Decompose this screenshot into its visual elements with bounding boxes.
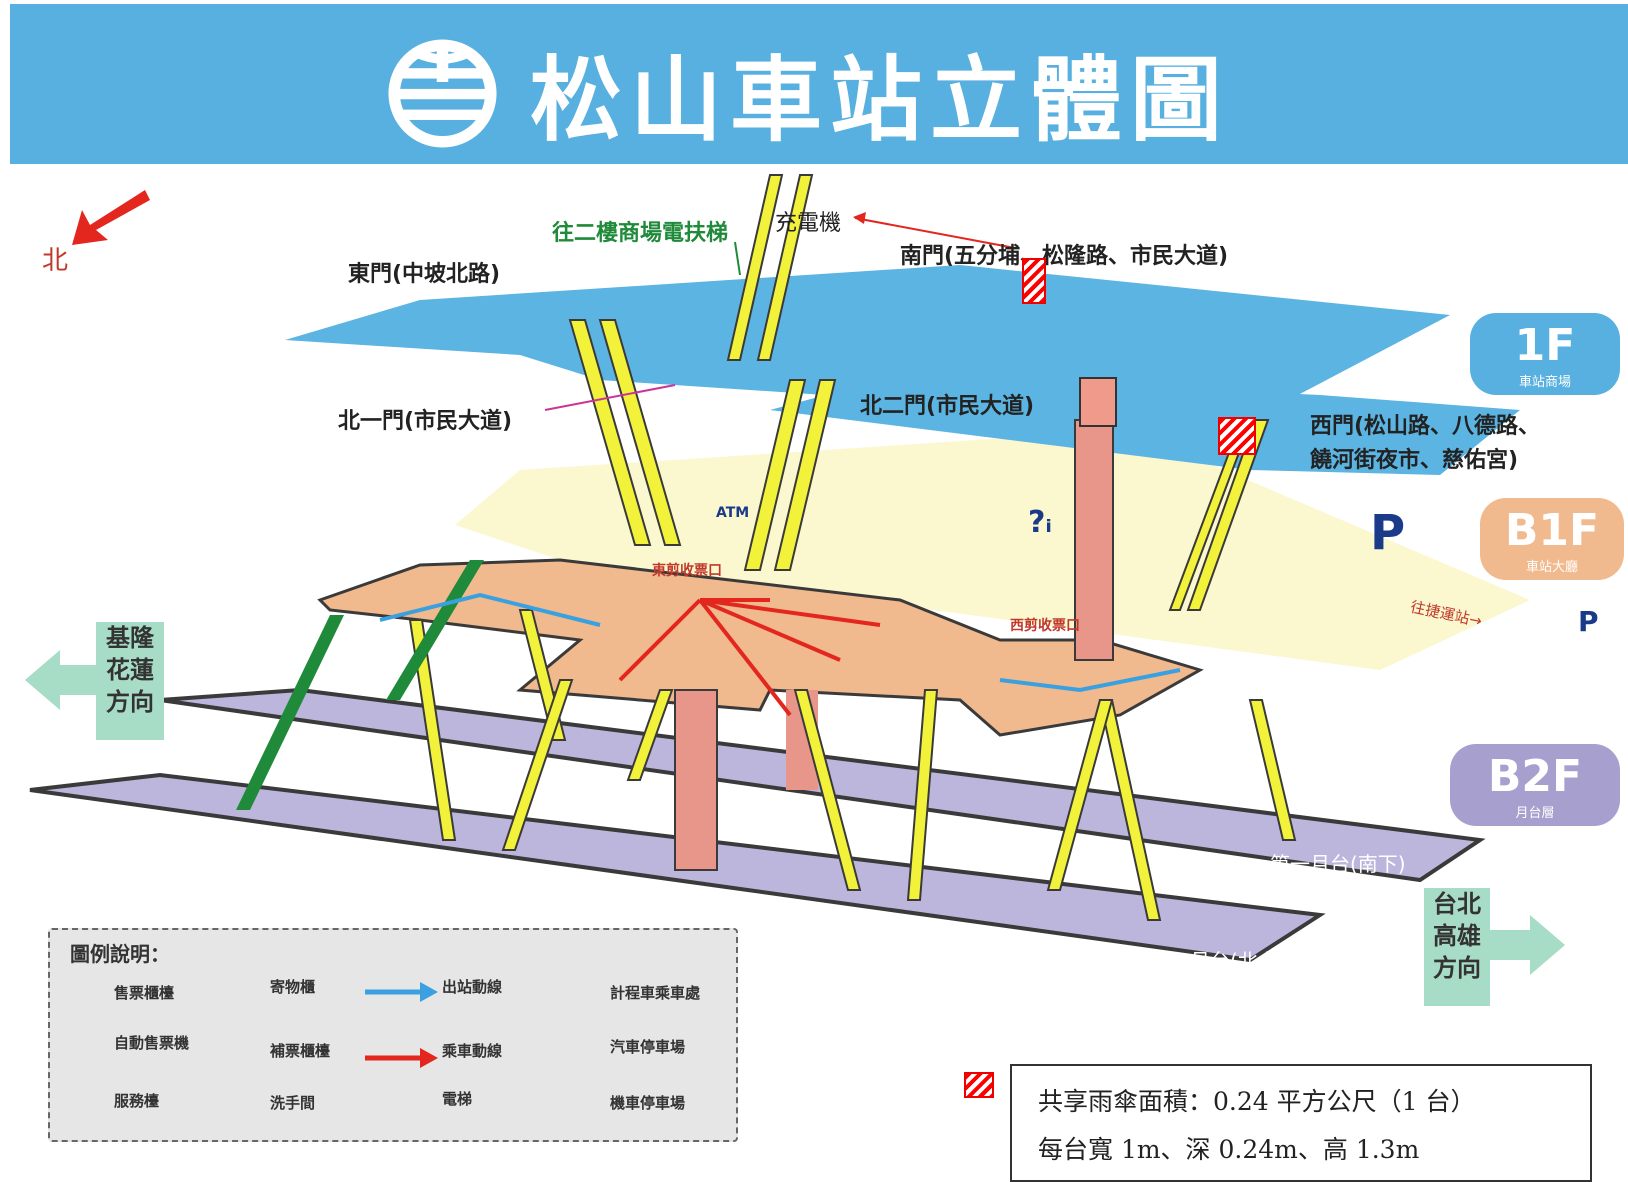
legend: 圖例說明： 售票櫃檯 寄物櫃 出站動線 計程車乘車處 自動售票機 補票櫃檯 乘車… xyxy=(48,928,738,1142)
west-ticket-gate-label: 西剪收票口 xyxy=(1010,618,1080,634)
legend-item-ticket-machine: 自動售票機 xyxy=(114,1034,190,1052)
escalator-p4 xyxy=(793,689,862,891)
direction-box-keelung: 基隆花蓮方向 xyxy=(96,622,164,740)
umbrella-note-box: 共享雨傘面積：0.24 平方公尺（1 台） 每台寬 1m、深 0.24m、高 1… xyxy=(1010,1064,1592,1182)
platform-2-label: 第二月台(北上) xyxy=(1150,949,1286,973)
legend-title: 圖例說明： xyxy=(70,942,170,966)
east-ticket-gate-label: 東剪收票口 xyxy=(652,563,722,579)
elevator-icon xyxy=(1079,377,1117,427)
legend-item-car-parking: 汽車停車場 xyxy=(610,1038,686,1056)
note-line-1: 共享雨傘面積：0.24 平方公尺（1 台） xyxy=(1038,1087,1476,1116)
direction-box-taipei: 台北高雄方向 xyxy=(1424,888,1490,1006)
legend-item-locker: 寄物櫃 xyxy=(270,978,316,996)
platform-1-label: 第一月台(南下) xyxy=(1270,852,1406,876)
escalator-p7 xyxy=(1046,699,1114,891)
note-line-2: 每台寬 1m、深 0.24m、高 1.3m xyxy=(1038,1135,1420,1164)
escalator-green-2 xyxy=(236,615,344,810)
escalator-p1 xyxy=(408,619,457,841)
escalator-green-1 xyxy=(386,560,484,700)
escalator-b1-3 xyxy=(743,379,807,571)
1f-floor-west xyxy=(770,375,1520,475)
escalator-2f-label: 往二樓商場電扶梯 xyxy=(552,221,729,246)
escalator-2f-b xyxy=(756,174,814,361)
left-direction-arrow xyxy=(25,650,100,710)
north1-gate-label: 北一門(市民大道) xyxy=(338,409,513,434)
railway-logo-icon xyxy=(388,39,497,148)
charger-label: 充電機 xyxy=(775,211,842,236)
east-gate-label: 東門(中坡北路) xyxy=(348,262,501,287)
atm-label: ATM xyxy=(716,505,750,521)
escalator-b1-2 xyxy=(598,319,682,546)
service-desk-icon: ?ᵢ xyxy=(1028,505,1052,540)
escalator-2f-a xyxy=(726,174,784,361)
south-gate-label: 南門(五分埔、松隆路、市民大道) xyxy=(900,244,1229,269)
exit-route-west xyxy=(999,668,1181,693)
b1f-hall xyxy=(455,430,1530,670)
legend-item-boarding-route: 乘車動線 xyxy=(442,1042,503,1060)
escalator-p8 xyxy=(1248,699,1297,841)
legend-item-exit-route: 出站動線 xyxy=(442,978,503,996)
escalator-p3 xyxy=(501,679,574,851)
umbrella-marker-south xyxy=(1022,258,1046,304)
legend-item-fare-adjust: 補票櫃檯 xyxy=(270,1042,331,1060)
escalator-b1-4 xyxy=(773,379,837,571)
escalator-b1-1 xyxy=(568,319,652,546)
west-gate-label-1: 西門(松山路、八德路、 xyxy=(1310,414,1541,439)
motorcycle-parking-icon: P xyxy=(1578,605,1599,638)
north-arrow-icon xyxy=(72,190,150,245)
legend-item-restroom: 洗手間 xyxy=(270,1094,316,1112)
title-banner xyxy=(10,4,1628,164)
north-label: 北 xyxy=(42,246,69,276)
north2-gate-label: 北二門(市民大道) xyxy=(860,394,1035,419)
charger-pointer xyxy=(854,217,1016,249)
umbrella-legend-swatch xyxy=(964,1072,994,1098)
escalator-p5 xyxy=(906,689,939,901)
car-parking-icon: P xyxy=(1370,505,1406,561)
escalator-p9 xyxy=(626,689,674,781)
pillar-1 xyxy=(1074,419,1114,661)
boarding-route-ns xyxy=(618,598,881,717)
legend-item-ticket-counter: 售票櫃檯 xyxy=(114,984,175,1002)
page-title: 松山車站立體圖 xyxy=(530,47,1231,154)
legend-item-motorcycle-parking: 機車停車場 xyxy=(610,1094,686,1112)
legend-item-service-desk: 服務檯 xyxy=(114,1092,160,1110)
legend-route-arrows-icon xyxy=(365,982,438,1068)
escalator-west xyxy=(1186,419,1270,611)
1f-floor xyxy=(285,265,1450,415)
right-direction-arrow xyxy=(1490,915,1565,975)
legend-item-elevator: 電梯 xyxy=(442,1090,473,1108)
legend-item-taxi: 計程車乘車處 xyxy=(610,984,701,1002)
pillar-2 xyxy=(674,689,718,871)
west-gate-label-2: 饒河街夜市、慈佑宮) xyxy=(1310,448,1519,473)
umbrella-marker-west xyxy=(1218,417,1256,455)
exit-route-east xyxy=(379,592,601,627)
